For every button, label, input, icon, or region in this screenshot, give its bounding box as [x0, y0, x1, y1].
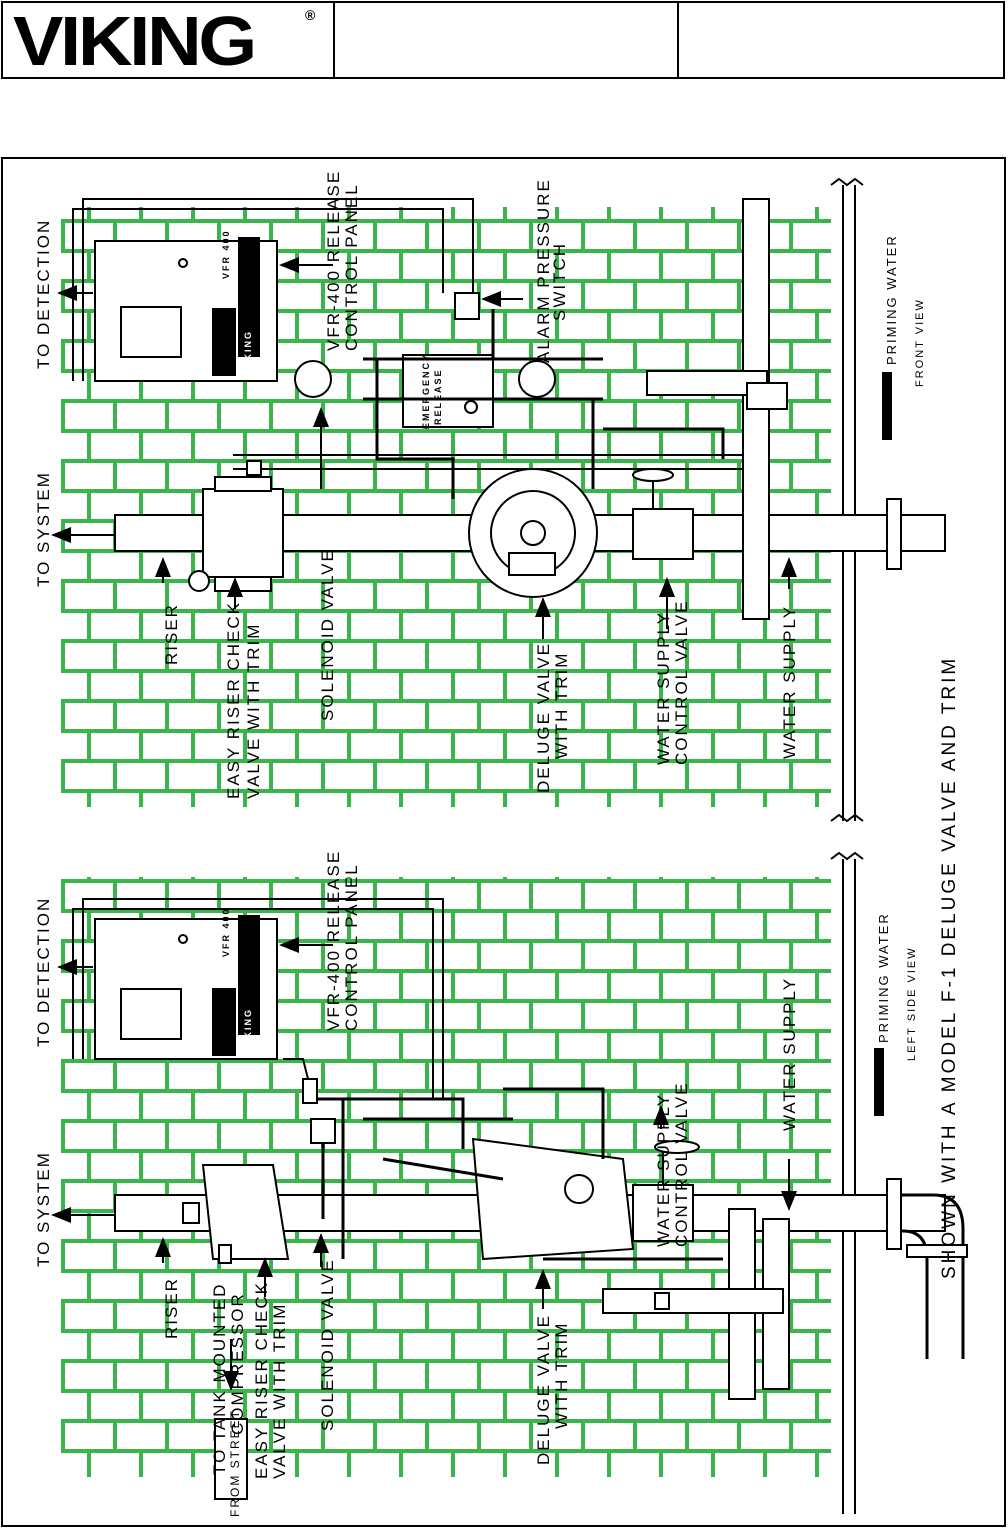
front-gauge-2 [518, 360, 556, 398]
viking-logo: VIKING [13, 2, 257, 80]
front-label-ws-control-2: CONTROL VALVE [672, 600, 691, 766]
side-label-ws-control-2: CONTROL VALVE [672, 1082, 691, 1248]
side-label-compressor-1: TO TANK MOUNTED [210, 1283, 229, 1475]
side-label-from-street: FROM STREET [228, 1409, 242, 1517]
front-label-water-supply: WATER SUPPLY [780, 605, 799, 759]
front-label-emergency-1: EMERGENCY [421, 353, 431, 429]
side-label-riser: RISER [162, 1277, 181, 1339]
front-label-ws-control-1: WATER SUPPLY [654, 611, 673, 765]
side-label-to-system: TO SYSTEM [34, 1151, 53, 1267]
side-view-equipment [72, 898, 968, 1500]
front-label-alarm-1: ALARM PRESSURE [534, 178, 553, 363]
diagram-svg: TO DETECTION TO SYSTEM RISER EASY RISER … [34, 170, 968, 1517]
front-label-panel-brand: VIKING [243, 330, 253, 373]
side-deluge-valve [471, 1137, 635, 1261]
front-priming-legend-bar [882, 372, 892, 440]
front-pointer-arrows [51, 257, 797, 639]
front-label-emergency-2: RELEASE [433, 368, 443, 425]
front-view-equipment [72, 198, 946, 620]
front-label-priming-water: PRIMING WATER [884, 234, 899, 365]
side-floor [830, 851, 864, 1514]
side-label-ws-control-1: WATER SUPPLY [654, 1093, 673, 1247]
side-label-view-name: LEFT SIDE VIEW [906, 946, 918, 1061]
front-label-to-system: TO SYSTEM [34, 471, 53, 587]
side-view-labels: TO DETECTION TO SYSTEM RISER TO TANK MOU… [34, 850, 918, 1517]
side-label-water-supply: WATER SUPPLY [780, 977, 799, 1131]
side-priming-legend-bar [874, 1048, 884, 1116]
side-street-elbow [887, 1193, 965, 1359]
side-label-easy-riser-2: VALVE WITH TRIM [270, 1303, 289, 1479]
front-label-easy-riser-1: EASY RISER CHECK [224, 601, 243, 799]
front-gauge-1 [294, 360, 332, 398]
front-label-easy-riser-2: VALVE WITH TRIM [244, 623, 263, 799]
front-label-to-detection: TO DETECTION [34, 219, 53, 369]
header-right-cell [679, 3, 1003, 77]
header-middle-cell [335, 3, 679, 77]
side-label-deluge-2: WITH TRIM [552, 1322, 571, 1429]
registered-mark: ® [305, 7, 316, 23]
front-label-deluge-2: WITH TRIM [552, 652, 571, 759]
front-label-deluge-1: DELUGE VALVE [534, 642, 553, 793]
front-label-alarm-2: SWITCH [550, 242, 569, 321]
side-pointer-arrows [51, 937, 797, 1391]
front-label-vfr-1: VFR-400 RELEASE [324, 170, 343, 351]
front-floor [830, 177, 864, 823]
front-label-solenoid-valve: SOLENOID VALVE [318, 548, 337, 721]
side-label-compressor-2: COMPRESSOR [228, 1292, 247, 1435]
side-from-street-pipe [214, 1418, 248, 1500]
side-label-vfr-2: CONTROL PANEL [342, 863, 361, 1031]
front-view-labels: TO DETECTION TO SYSTEM RISER EASY RISER … [34, 170, 926, 799]
side-label-solenoid-valve: SOLENOID VALVE [318, 1258, 337, 1431]
front-control-valve [632, 508, 694, 560]
side-label-panel-model: VFR 400 [221, 907, 231, 957]
front-alarm-switch [454, 292, 480, 320]
front-check-valve [202, 488, 284, 578]
logo-cell: VIKING ® [3, 2, 335, 80]
front-label-vfr-2: CONTROL PANEL [342, 183, 361, 351]
diagram-frame: TO DETECTION TO SYSTEM RISER EASY RISER … [1, 157, 1006, 1527]
diagram-caption: SHOWN WITH A MODEL F-1 DELUGE VALVE AND … [939, 656, 960, 1279]
side-label-to-detection: TO DETECTION [34, 897, 53, 1047]
side-label-deluge-1: DELUGE VALVE [534, 1314, 553, 1465]
front-label-riser: RISER [162, 603, 181, 665]
front-trim-piping [72, 198, 725, 499]
side-check-valve [201, 1164, 290, 1260]
front-label-panel-model: VFR 400 [221, 229, 231, 279]
front-label-view-name: FRONT VIEW [914, 298, 926, 387]
side-label-vfr-1: VFR-400 RELEASE [324, 850, 343, 1031]
side-label-panel-brand: VIKING [243, 1008, 253, 1051]
front-emergency-release [402, 354, 494, 428]
side-label-easy-riser-1: EASY RISER CHECK [252, 1281, 271, 1479]
side-label-priming-water: PRIMING WATER [876, 912, 891, 1043]
page-header: VIKING ® [1, 1, 1005, 79]
